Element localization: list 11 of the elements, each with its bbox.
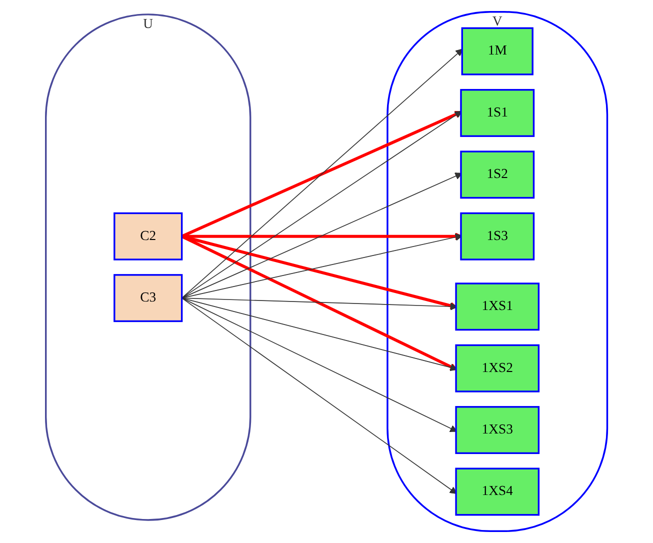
node-box: 1M (461, 27, 534, 76)
node-box: 1XS1 (455, 282, 540, 331)
node-box: 1S3 (460, 212, 535, 260)
node-box: C2 (114, 212, 183, 260)
node-box: C3 (114, 274, 183, 322)
node-box: 1XS3 (455, 406, 540, 454)
node-box: 1XS4 (455, 468, 540, 516)
node-box: 1S1 (460, 88, 535, 137)
arrow (181, 48, 463, 298)
node-box: 1S2 (460, 150, 535, 199)
node-box: 1XS2 (455, 344, 540, 392)
